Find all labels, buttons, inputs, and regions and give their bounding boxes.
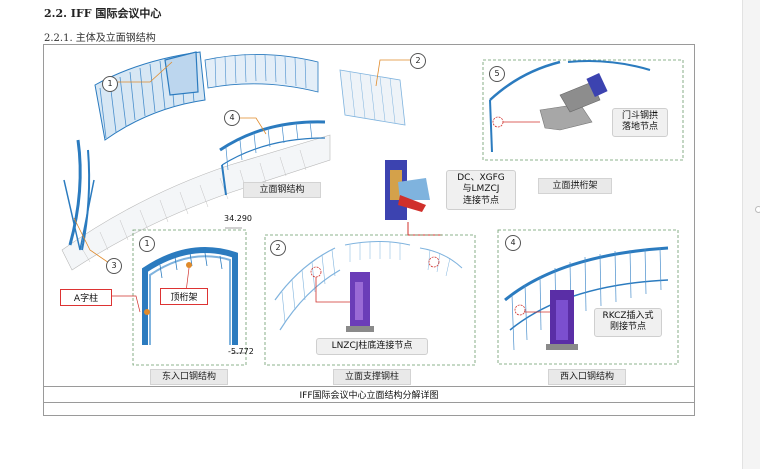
label-facade-steel: 立面钢结构 xyxy=(243,182,321,198)
marker-4-west: 4 xyxy=(505,235,521,251)
label-rkcz-node: RKCZ插入式 刚接节点 xyxy=(594,308,662,337)
marker-2-column: 2 xyxy=(270,240,286,256)
label-facade-column: 立面支撑钢柱 xyxy=(333,369,411,385)
arch-truss-panel xyxy=(482,59,684,161)
marker-1-facade: 1 xyxy=(102,76,118,92)
west-entry-model xyxy=(504,246,669,351)
marker-1-east: 1 xyxy=(139,236,155,252)
east-entry-model xyxy=(111,227,246,354)
label-door-arch-node: 门斗钢拱 落地节点 xyxy=(612,108,668,137)
figure-caption: IFF国际会议中心立面结构分解详图 xyxy=(299,391,439,401)
elevation-top: 34.290 xyxy=(224,214,252,223)
marker-3-facade: 3 xyxy=(106,258,122,274)
facade-column-model xyxy=(274,241,463,332)
marker-5-arch: 5 xyxy=(489,66,505,82)
subsection-heading: 2.2.1. 主体及立面钢结构 xyxy=(44,33,156,44)
facade-column-panel xyxy=(264,234,476,366)
label-dc-node: DC、XGFG 与LMZCJ 连接节点 xyxy=(446,170,516,210)
vertical-scrollbar[interactable] xyxy=(742,0,760,469)
label-west-entry: 西入口钢结构 xyxy=(548,369,626,385)
marker-4-facade: 4 xyxy=(224,110,240,126)
section-heading: 2.2. IFF 国际会议中心 xyxy=(44,7,162,20)
label-a-column: A字柱 xyxy=(60,289,112,306)
east-entry-panel xyxy=(132,229,247,366)
dc-connection-node-model xyxy=(385,160,442,236)
label-east-entry: 东入口钢结构 xyxy=(150,369,228,385)
marker-2-facade: 2 xyxy=(410,53,426,69)
caption-frame xyxy=(43,401,695,416)
arch-truss-model xyxy=(489,60,651,153)
west-entry-panel xyxy=(497,229,679,365)
scroll-position-marker[interactable] xyxy=(755,206,760,213)
label-facade-arch-truss: 立面拱桁架 xyxy=(538,178,612,194)
main-facade-steel xyxy=(61,51,412,271)
label-top-truss: 顶桁架 xyxy=(160,288,208,305)
elevation-bottom: -5.772 xyxy=(228,347,254,356)
label-lnzcj-node: LNZCJ柱底连接节点 xyxy=(316,338,428,356)
caption-divider xyxy=(43,386,695,387)
